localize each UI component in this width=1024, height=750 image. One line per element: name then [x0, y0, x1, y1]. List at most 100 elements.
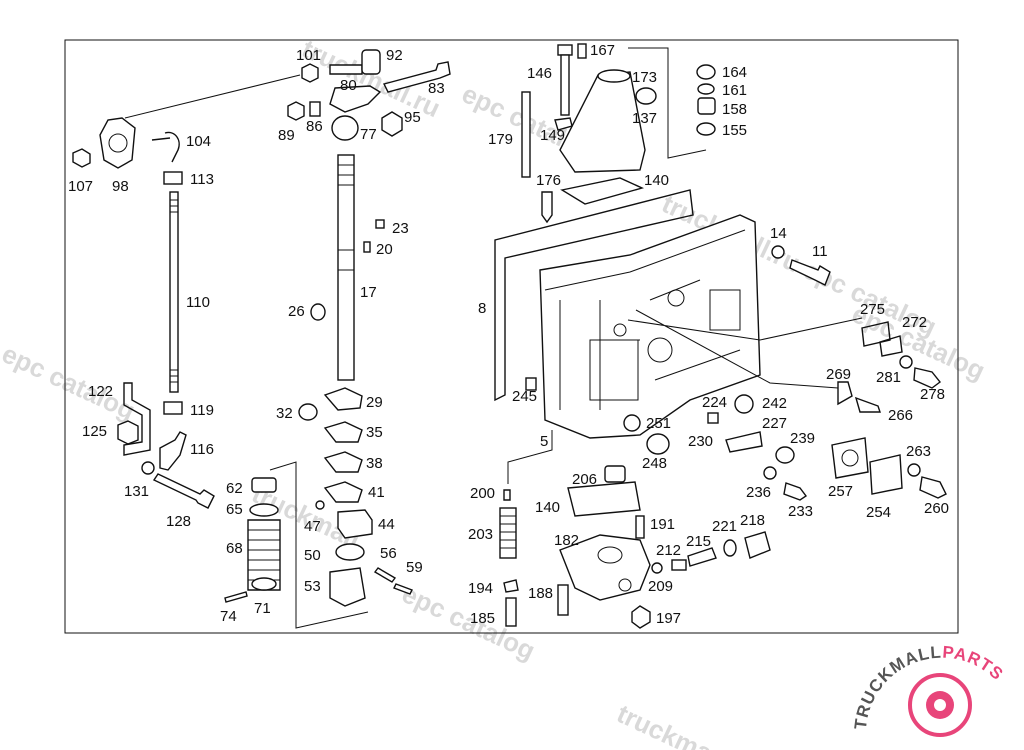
logo-gear-hole	[934, 699, 946, 711]
label-251: 251	[646, 415, 671, 432]
logo-text-part1: TRUCKMALL	[851, 643, 943, 731]
washer-194	[503, 579, 519, 593]
spring-203	[499, 507, 517, 559]
cover-137	[559, 71, 646, 173]
label-164: 164	[722, 64, 747, 81]
label-260: 260	[924, 500, 949, 517]
label-89: 89	[278, 127, 295, 144]
gasket-hole	[841, 449, 859, 467]
label-209: 209	[648, 578, 673, 595]
washer-236	[763, 466, 777, 480]
left-linkage-group	[72, 74, 301, 509]
label-80: 80	[340, 77, 357, 94]
bushing-26	[310, 303, 326, 321]
seal-206	[604, 465, 626, 483]
shaft-detail	[338, 164, 354, 271]
nut-119	[163, 401, 183, 415]
pin-59	[393, 583, 413, 595]
cam-35	[323, 421, 363, 443]
diagram-frame	[64, 39, 959, 634]
label-140-bottom: 140	[535, 499, 560, 516]
spring-215	[687, 547, 717, 567]
plug-245	[525, 377, 537, 391]
leader-line	[507, 309, 863, 484]
seal-248	[646, 433, 670, 455]
bracket-122	[123, 382, 151, 456]
stud-179	[521, 91, 531, 178]
cam-41	[323, 481, 363, 503]
label-257: 257	[828, 483, 853, 500]
nut-107	[72, 148, 91, 168]
label-83: 83	[428, 80, 445, 97]
label-140-top: 140	[644, 172, 669, 189]
label-200: 200	[470, 485, 495, 502]
watermark-text: truckma	[612, 698, 717, 750]
label-128: 128	[166, 513, 191, 530]
label-107: 107	[68, 178, 93, 195]
valve-housing-182	[559, 534, 651, 601]
label-197: 197	[656, 610, 681, 627]
label-254: 254	[866, 504, 891, 521]
label-98: 98	[112, 178, 129, 195]
housing-port	[667, 289, 685, 307]
cover-254	[869, 454, 903, 495]
label-239: 239	[790, 430, 815, 447]
label-173: 173	[632, 69, 657, 86]
label-92: 92	[386, 47, 403, 64]
label-233: 233	[788, 503, 813, 520]
cap-62	[251, 477, 277, 493]
joint-92	[361, 49, 381, 75]
leader-line	[124, 74, 301, 119]
label-26: 26	[288, 303, 305, 320]
fork-53	[329, 567, 366, 607]
spring-68	[247, 519, 281, 591]
label-206: 206	[572, 471, 597, 488]
label-8: 8	[478, 300, 486, 317]
label-155: 155	[722, 122, 747, 139]
housing-window	[589, 339, 639, 401]
label-35: 35	[366, 424, 383, 441]
label-272: 272	[902, 314, 927, 331]
stud-101-shaft	[329, 64, 363, 75]
label-203: 203	[468, 526, 493, 543]
washer-131	[141, 461, 155, 475]
label-221: 221	[712, 518, 737, 535]
label-113: 113	[190, 171, 214, 188]
label-266: 266	[888, 407, 913, 424]
washer-14	[771, 245, 785, 259]
bolt-278	[913, 367, 941, 389]
label-269: 269	[826, 366, 851, 383]
label-95: 95	[404, 109, 421, 126]
label-68: 68	[226, 540, 243, 557]
label-191: 191	[650, 516, 675, 533]
ball-47	[315, 500, 325, 510]
gasket-257	[831, 437, 869, 479]
gasket-8	[494, 189, 694, 402]
label-53: 53	[304, 578, 321, 595]
label-110: 110	[186, 294, 210, 311]
bolt-146-head	[557, 44, 573, 56]
stud-191	[635, 515, 645, 539]
housing-port	[613, 323, 627, 337]
bracket-line	[628, 47, 707, 159]
lever-80	[329, 85, 382, 113]
gasket-230	[725, 431, 763, 453]
seal-242	[734, 394, 754, 414]
shaft-17	[337, 154, 355, 381]
seal-164	[696, 64, 716, 80]
nut-89	[287, 101, 305, 121]
bolt-233	[783, 482, 808, 501]
label-146: 146	[527, 65, 552, 82]
nut-125	[117, 420, 139, 445]
washer-263	[907, 463, 921, 477]
pin-56	[373, 567, 397, 583]
plug-212	[671, 559, 687, 571]
label-245: 245	[512, 388, 537, 405]
bracket-98	[99, 117, 136, 169]
label-227: 227	[762, 415, 787, 432]
bushing-77	[331, 115, 359, 141]
housing-port	[647, 337, 673, 363]
housing-window	[709, 289, 741, 331]
label-17: 17	[360, 284, 377, 301]
label-56: 56	[380, 545, 397, 562]
